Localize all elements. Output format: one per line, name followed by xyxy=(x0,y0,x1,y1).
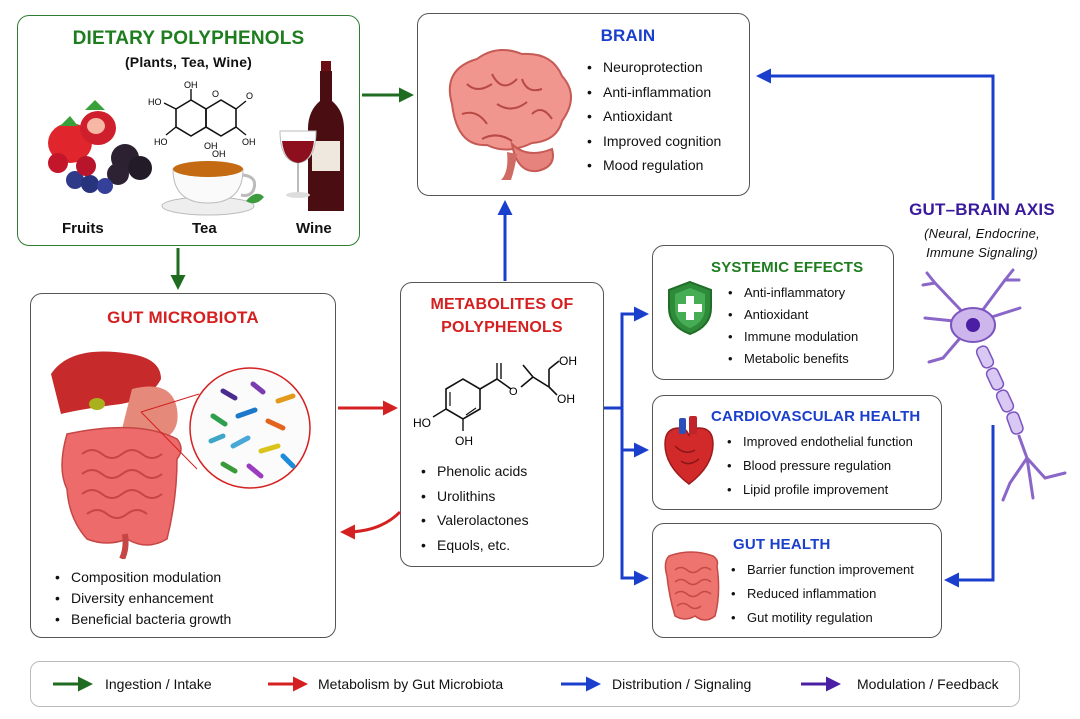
legend-label-modulation: Modulation / Feedback xyxy=(857,676,999,692)
list-item: Beneficial bacteria growth xyxy=(55,609,231,630)
polyphenol-structure-icon: OH HO HO OH O OH O OH xyxy=(148,81,256,159)
systemic-effects-list: Anti-inflammatory Antioxidant Immune mod… xyxy=(728,282,858,370)
shield-icon xyxy=(668,280,712,336)
tea-label: Tea xyxy=(192,220,217,237)
list-item: Valerolactones xyxy=(421,508,529,533)
svg-text:O: O xyxy=(509,386,518,398)
structure-label: OH xyxy=(559,354,577,368)
polyphenols-box: DIETARY POLYPHENOLS (Plants, Tea, Wine) … xyxy=(17,15,360,246)
microbes-icon xyxy=(189,367,311,489)
list-item: Lipid profile improvement xyxy=(727,478,913,502)
list-item: Reduced inflammation xyxy=(731,582,914,606)
structure-label: HO xyxy=(148,97,162,107)
structure-label: OH xyxy=(455,434,473,448)
gut-brain-axis-subtitle-1: (Neural, Endocrine, xyxy=(924,226,1040,241)
metabolites-title-line2: POLYPHENOLS xyxy=(441,319,563,336)
arrow-axis-to-brain xyxy=(756,68,995,200)
list-item: Phenolic acids xyxy=(421,459,529,484)
structure-label: OH xyxy=(204,141,218,151)
intestine-icon xyxy=(664,551,720,621)
list-item: Composition modulation xyxy=(55,567,231,588)
list-item: Immune modulation xyxy=(728,326,858,348)
polyphenols-subtitle: (Plants, Tea, Wine) xyxy=(124,54,253,70)
wine-label: Wine xyxy=(296,220,332,237)
structure-label: OH xyxy=(212,149,226,159)
cardiovascular-list: Improved endothelial function Blood pres… xyxy=(727,430,913,502)
cardiovascular-box: CARDIOVASCULAR HEALTH Improved endotheli… xyxy=(652,395,942,510)
list-item: Gut motility regulation xyxy=(731,606,914,630)
metabolites-title-line1: METABOLITES OF xyxy=(430,296,574,313)
arrow-metabolites-distribution xyxy=(604,306,649,410)
list-item: Blood pressure regulation xyxy=(727,454,913,478)
list-item: Antioxidant xyxy=(587,104,721,129)
list-item: Improved endothelial function xyxy=(727,430,913,454)
legend: Ingestion / Intake Metabolism by Gut Mic… xyxy=(30,661,1020,707)
wine-icon xyxy=(279,61,344,211)
structure-label: OH xyxy=(184,81,198,90)
heart-icon xyxy=(664,416,714,485)
structure-label: OH xyxy=(557,392,575,406)
list-item: Diversity enhancement xyxy=(55,588,231,609)
list-item: Improved cognition xyxy=(587,129,721,154)
tea-cup-icon xyxy=(161,161,264,216)
cardiovascular-title: CARDIOVASCULAR HEALTH xyxy=(711,408,921,425)
list-item: Anti-inflammation xyxy=(587,80,721,105)
list-item: Metabolic benefits xyxy=(728,348,858,370)
gut-health-list: Barrier function improvement Reduced inf… xyxy=(731,558,914,630)
brain-box: BRAIN Neuroprotection Anti-inflammation … xyxy=(417,13,750,196)
list-item: Antioxidant xyxy=(728,304,858,326)
gut-microbiota-box: GUT MICROBIOTA xyxy=(30,293,336,638)
list-item: Barrier function improvement xyxy=(731,558,914,582)
gut-brain-axis-subtitle-2: Immune Signaling) xyxy=(926,245,1038,260)
list-item: Urolithins xyxy=(421,484,529,509)
arrow-metabolites-to-gut xyxy=(340,510,402,540)
structure-label: OH xyxy=(242,137,256,147)
arrow-to-gut-health xyxy=(620,408,649,586)
gut-microbiota-title: GUT MICROBIOTA xyxy=(107,308,259,327)
legend-label-distribution: Distribution / Signaling xyxy=(612,676,752,692)
fruits-label: Fruits xyxy=(62,220,104,237)
legend-markers xyxy=(53,676,841,692)
metabolites-list: Phenolic acids Urolithins Valerolactones… xyxy=(421,459,529,557)
systemic-effects-box: SYSTEMIC EFFECTS Anti-inflammatory Antio… xyxy=(652,245,894,380)
legend-label-ingestion: Ingestion / Intake xyxy=(105,676,212,692)
gut-microbiota-list: Composition modulation Diversity enhance… xyxy=(55,567,231,630)
list-item: Equols, etc. xyxy=(421,533,529,558)
legend-label-metabolism: Metabolism by Gut Microbiota xyxy=(318,676,504,692)
brain-title: BRAIN xyxy=(600,26,656,45)
metabolites-box: METABOLITES OF POLYPHENOLS O HO OH OH OH… xyxy=(400,282,604,567)
systemic-effects-title: SYSTEMIC EFFECTS xyxy=(711,259,864,276)
brain-icon xyxy=(448,49,572,180)
structure-label: HO xyxy=(413,416,431,430)
neuron-icon xyxy=(921,268,1067,502)
structure-label: O xyxy=(212,89,219,99)
structure-label: HO xyxy=(154,137,168,147)
polyphenols-title: DIETARY POLYPHENOLS xyxy=(72,28,305,49)
structure-label: O xyxy=(246,91,253,101)
list-item: Anti-inflammatory xyxy=(728,282,858,304)
list-item: Neuroprotection xyxy=(587,55,721,80)
gut-health-box: GUT HEALTH Barrier function improvement … xyxy=(652,523,942,638)
gut-brain-axis-title: GUT–BRAIN AXIS xyxy=(909,200,1055,219)
brain-effects-list: Neuroprotection Anti-inflammation Antiox… xyxy=(587,55,721,178)
list-item: Mood regulation xyxy=(587,153,721,178)
gut-health-title: GUT HEALTH xyxy=(733,536,831,553)
fruits-icon xyxy=(48,100,152,194)
metabolite-structure-icon: O HO OH OH OH xyxy=(413,354,577,448)
